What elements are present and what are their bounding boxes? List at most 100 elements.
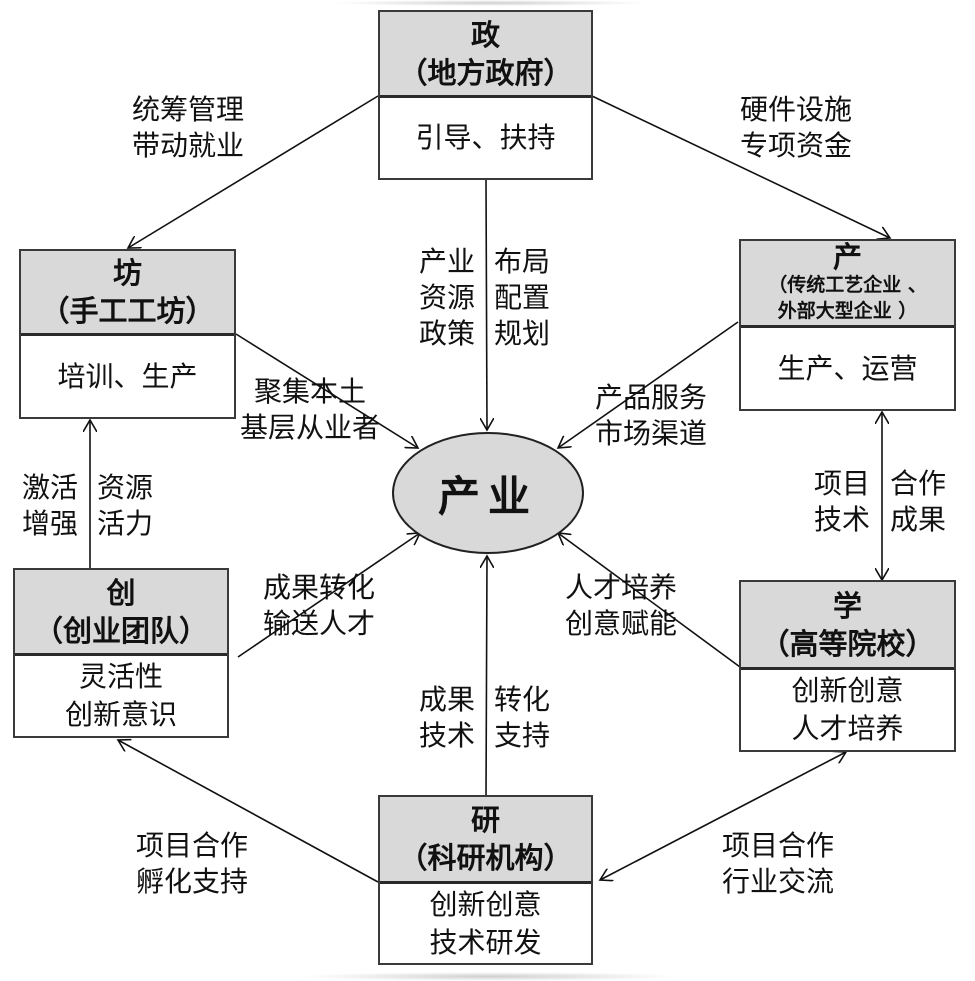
core-label: 产业 <box>437 471 538 521</box>
edge-label-line: 产业 <box>419 245 476 278</box>
node-enterprise-header: 产 （传统工艺企业 、 外部大型企业 ） <box>741 241 954 328</box>
arrow-yan-to-chuang <box>118 740 379 883</box>
edge-label-line: 转化 <box>494 683 551 716</box>
arrow-zheng-to-chan <box>591 95 890 238</box>
edge-label-line: 输送人才 <box>263 607 376 640</box>
edge-label-line: 带动就业 <box>132 129 245 162</box>
node-research-header: 研 （科研机构） <box>380 797 591 884</box>
node-subtitle: （地方政府） <box>398 55 573 90</box>
node-startup-header: 创 （创业团队） <box>15 570 227 656</box>
top-shadow <box>330 0 650 6</box>
edge-label-line: 规划 <box>494 317 551 350</box>
edge-label-line: 专项资金 <box>740 129 853 162</box>
edge-label-line: 配置 <box>494 281 551 314</box>
node-title: 学 <box>832 588 862 623</box>
edge-label-line: 聚集本土 <box>254 375 367 408</box>
edge-label-line: 项目 <box>814 467 871 500</box>
edge-label-line: 项目合作 <box>136 829 249 862</box>
edge-label-line: 技术 <box>419 719 476 752</box>
bottom-shadow <box>300 972 680 981</box>
node-title: 创 <box>106 575 136 610</box>
edge-label-line: 支持 <box>494 719 551 752</box>
arrow-fang-to-core <box>235 333 418 448</box>
node-research-body: 创新创意 技术研发 <box>380 884 591 963</box>
edge-label-line: 硬件设施 <box>740 93 853 126</box>
edge-label-line: 市场渠道 <box>595 417 708 450</box>
edge-label-line: 成果 <box>890 503 947 536</box>
edge-label-line: 资源 <box>97 471 154 504</box>
edge-label-line: 统筹管理 <box>132 93 245 126</box>
edge-label-yan-xue: 项目合作 行业交流 <box>722 828 834 900</box>
edge-label-chuang-fang-right: 资源 活力 <box>97 470 153 542</box>
node-startup: 创 （创业团队） 灵活性 创新意识 <box>13 568 229 738</box>
node-government: 政 （地方政府） 引导、扶持 <box>378 10 593 180</box>
edge-label-line: 合作 <box>890 467 947 500</box>
node-role: 生产、运营 <box>777 351 918 385</box>
node-subtitle: （创业团队） <box>33 613 208 648</box>
edge-label-chan-xue-right: 合作 成果 <box>890 466 946 538</box>
edge-label-line: 成果 <box>419 683 476 716</box>
node-subtitle: （科研机构） <box>398 841 573 875</box>
edge-label-line: 行业交流 <box>722 865 835 898</box>
edge-label-line: 激活 <box>22 471 79 504</box>
edge-label-line: 活力 <box>97 507 154 540</box>
node-title: 研 <box>470 803 500 837</box>
edge-label-line: 增强 <box>22 507 79 540</box>
node-workshop-body: 培训、生产 <box>21 336 234 417</box>
edge-label-zheng-chan: 硬件设施 专项资金 <box>740 92 852 164</box>
node-role: 人才培养 <box>791 712 904 745</box>
node-title: 坊 <box>112 256 142 290</box>
node-subtitle-line: （传统工艺企业 、 <box>768 274 927 296</box>
node-research: 研 （科研机构） 创新创意 技术研发 <box>378 795 593 965</box>
node-role: 灵活性 <box>78 660 163 693</box>
edge-label-line: 人才培养 <box>565 571 678 604</box>
node-workshop-header: 坊 （手工工坊） <box>21 251 234 336</box>
edge-label-zheng-fang: 统筹管理 带动就业 <box>132 92 244 164</box>
edge-label-line: 基层从业者 <box>240 411 381 444</box>
node-role: 创新创意 <box>429 887 542 921</box>
node-university-header: 学 （高等院校） <box>741 582 954 670</box>
edge-label-line: 孵化支持 <box>136 865 249 898</box>
node-role: 创新意识 <box>64 698 177 731</box>
arrow-chan-to-core <box>558 321 739 448</box>
node-workshop: 坊 （手工工坊） 培训、生产 <box>19 249 236 419</box>
arrow-xue-to-core <box>558 533 741 668</box>
edge-label-chuang-fang-left: 激活 增强 <box>22 470 78 542</box>
edge-label-zheng-core-left: 产业 资源 政策 <box>419 244 475 352</box>
node-title: 产 <box>832 240 862 274</box>
arrow-zheng-to-fang <box>128 95 379 248</box>
node-role: 创新创意 <box>791 674 904 707</box>
arrow-zheng-to-core <box>486 179 487 430</box>
node-government-body: 引导、扶持 <box>380 98 591 178</box>
edge-label-line: 项目合作 <box>722 829 835 862</box>
node-subtitle: （高等院校） <box>760 626 935 661</box>
edge-label-yan-core-right: 转化 支持 <box>494 682 550 754</box>
node-university: 学 （高等院校） 创新创意 人才培养 <box>739 580 956 752</box>
edge-label-yan-core-left: 成果 技术 <box>419 682 475 754</box>
edge-label-line: 布局 <box>494 245 551 278</box>
edge-label-chan-core: 产品服务 市场渠道 <box>595 380 707 452</box>
node-role: 引导、扶持 <box>415 121 556 154</box>
edge-label-yan-chuang: 项目合作 孵化支持 <box>136 828 248 900</box>
node-government-header: 政 （地方政府） <box>380 12 591 98</box>
node-title: 政 <box>470 17 500 52</box>
node-startup-body: 灵活性 创新意识 <box>15 656 227 736</box>
node-enterprise-body: 生产、运营 <box>741 328 954 409</box>
edge-label-chuang-core: 成果转化 输送人才 <box>263 570 375 642</box>
node-role: 培训、生产 <box>57 359 198 393</box>
edge-label-line: 成果转化 <box>263 571 376 604</box>
node-subtitle-line: 外部大型企业 ） <box>777 300 918 322</box>
arrow-chuang-to-core <box>237 533 420 658</box>
node-university-body: 创新创意 人才培养 <box>741 670 954 750</box>
edge-label-zheng-core-right: 布局 配置 规划 <box>494 244 550 352</box>
node-enterprise: 产 （传统工艺企业 、 外部大型企业 ） 生产、运营 <box>739 239 956 411</box>
node-subtitle: （手工工坊） <box>40 294 215 328</box>
edge-label-line: 产品服务 <box>595 381 708 414</box>
node-role: 技术研发 <box>429 925 542 959</box>
arrow-yan-to-core <box>486 556 487 798</box>
edge-label-line: 资源 <box>419 281 476 314</box>
edge-label-chan-xue-left: 项目 技术 <box>814 466 870 538</box>
core-industry-node: 产业 <box>392 432 584 554</box>
edge-label-line: 技术 <box>814 503 871 536</box>
